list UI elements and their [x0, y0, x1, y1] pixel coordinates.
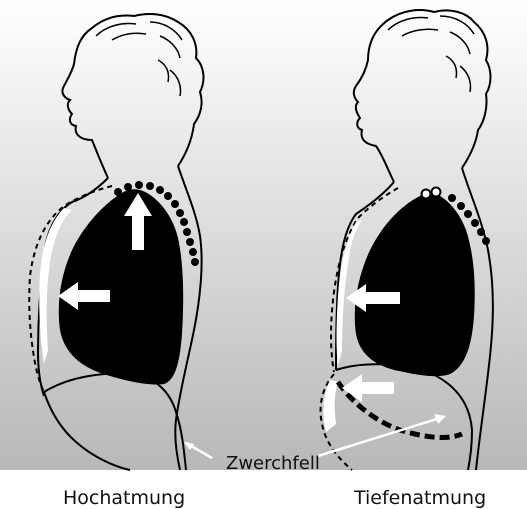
right-caption: Tiefenatmung — [354, 487, 486, 509]
diaphragm-callout-label: Zwerchfell — [226, 453, 320, 474]
left-caption: Hochatmung — [63, 487, 185, 509]
